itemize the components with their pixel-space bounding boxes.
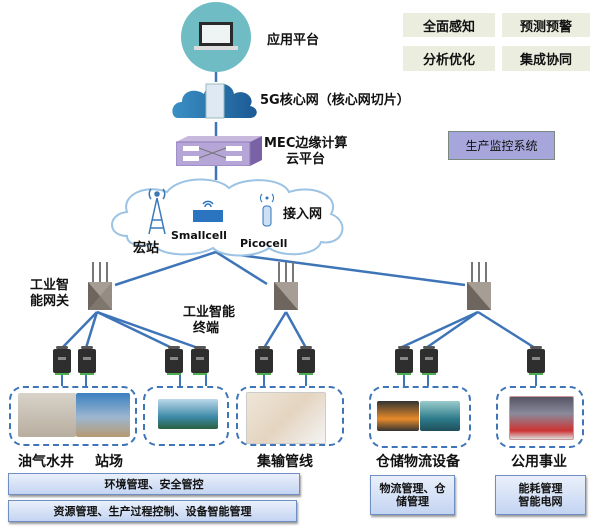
- mec-label-line2: 云平台: [286, 152, 326, 167]
- control-room-photo: [509, 396, 574, 440]
- station-photo: [158, 399, 218, 429]
- access-network-label: 接入网: [283, 207, 323, 222]
- station-label: 站场: [95, 454, 123, 470]
- link-gw3-t8: [425, 310, 479, 350]
- production-monitoring-system: 生产监控系统: [448, 131, 555, 160]
- oil-well-label: 油气水井: [18, 454, 74, 470]
- oil-well-station-group: [9, 386, 137, 446]
- agv-photo: [377, 401, 419, 431]
- dtu-terminal-icon: [255, 346, 273, 375]
- link-gw3-t9: [477, 310, 536, 350]
- resource-management-bar: 资源管理、生产过程控制、设备智能管理: [8, 500, 297, 522]
- link-gw1-t2: [84, 311, 99, 349]
- link-gw1-t1: [61, 311, 98, 349]
- capability-tag: 预测预警: [502, 13, 590, 37]
- cart-photo: [420, 401, 460, 431]
- pipeline-label: 集输管线: [257, 454, 313, 470]
- capability-tag: 全面感知: [403, 13, 495, 37]
- smallcell-icon: [193, 200, 223, 222]
- link-access-gw1: [114, 250, 217, 287]
- industrial-gateway-3-icon: [465, 262, 493, 316]
- energy-line1: 能耗管理: [518, 482, 563, 495]
- capability-tag: 集成协同: [502, 46, 590, 71]
- link-access-gw3: [215, 250, 466, 287]
- pipeline-group: [236, 386, 344, 446]
- terminal-label-line2: 终端: [193, 321, 220, 336]
- core-network-label: 5G核心网（核心网切片）: [260, 93, 410, 108]
- picocell-label: Picocell: [240, 237, 288, 250]
- access-network-cloud: [111, 178, 344, 257]
- dtu-terminal-icon: [78, 346, 96, 375]
- mec-label-line1: MEC边缘计算: [264, 136, 348, 151]
- dtu-terminal-icon: [191, 346, 209, 375]
- dtu-terminal-icon: [53, 346, 71, 375]
- station-group: [143, 386, 229, 446]
- utility-label: 公用事业: [511, 454, 567, 470]
- picocell-icon: [260, 193, 274, 227]
- core-network-cloud-icon: [172, 83, 257, 119]
- warehouse-label: 仓储物流设备: [376, 454, 460, 470]
- macro-station-label: 宏站: [133, 241, 160, 256]
- gateway-label-line2: 能网关: [30, 294, 70, 309]
- logistics-line2: 储管理: [396, 495, 429, 508]
- app-platform-label: 应用平台: [267, 33, 320, 48]
- link-gw1-t3: [96, 310, 173, 350]
- industrial-gateway-1-icon: [86, 262, 114, 316]
- terminal-label-line1: 工业智能: [183, 305, 236, 320]
- dtu-terminal-icon: [165, 346, 183, 375]
- app-platform-icon: [181, 2, 251, 72]
- env-safety-management-bar: 环境管理、安全管控: [8, 473, 300, 495]
- server-icon: [205, 83, 225, 119]
- industrial-gateway-2-icon: [272, 262, 300, 316]
- dtu-terminal-icon: [395, 346, 413, 375]
- warehouse-group: [369, 386, 471, 448]
- gateway-label-line1: 工业智: [30, 278, 70, 293]
- utility-group: [496, 386, 584, 448]
- laptop-icon: [194, 22, 238, 50]
- logistics-management-bar: 物流管理、仓 储管理: [370, 475, 455, 515]
- dtu-terminal-icon: [420, 346, 438, 375]
- logistics-line1: 物流管理、仓: [379, 482, 446, 495]
- dtu-terminal-icon: [527, 346, 545, 375]
- mec-switch-icon: [176, 136, 262, 166]
- energy-management-bar: 能耗管理 智能电网: [495, 475, 586, 515]
- smallcell-label: Smallcell: [171, 229, 227, 242]
- capability-tag: 分析优化: [403, 46, 495, 71]
- link-gw3-t7: [399, 310, 479, 350]
- pump-jack-photo: [76, 393, 130, 437]
- link-gw1-t4: [96, 310, 199, 350]
- dtu-terminal-icon: [297, 346, 315, 375]
- macro-tower-icon: [148, 188, 166, 235]
- link-gw2-t6: [284, 311, 308, 349]
- link-gw2-t5: [262, 311, 288, 349]
- link-access-gw2: [215, 250, 268, 286]
- oil-well-photo: [18, 393, 76, 437]
- pipeline-map-photo: [246, 392, 326, 444]
- energy-line2: 智能电网: [518, 495, 563, 508]
